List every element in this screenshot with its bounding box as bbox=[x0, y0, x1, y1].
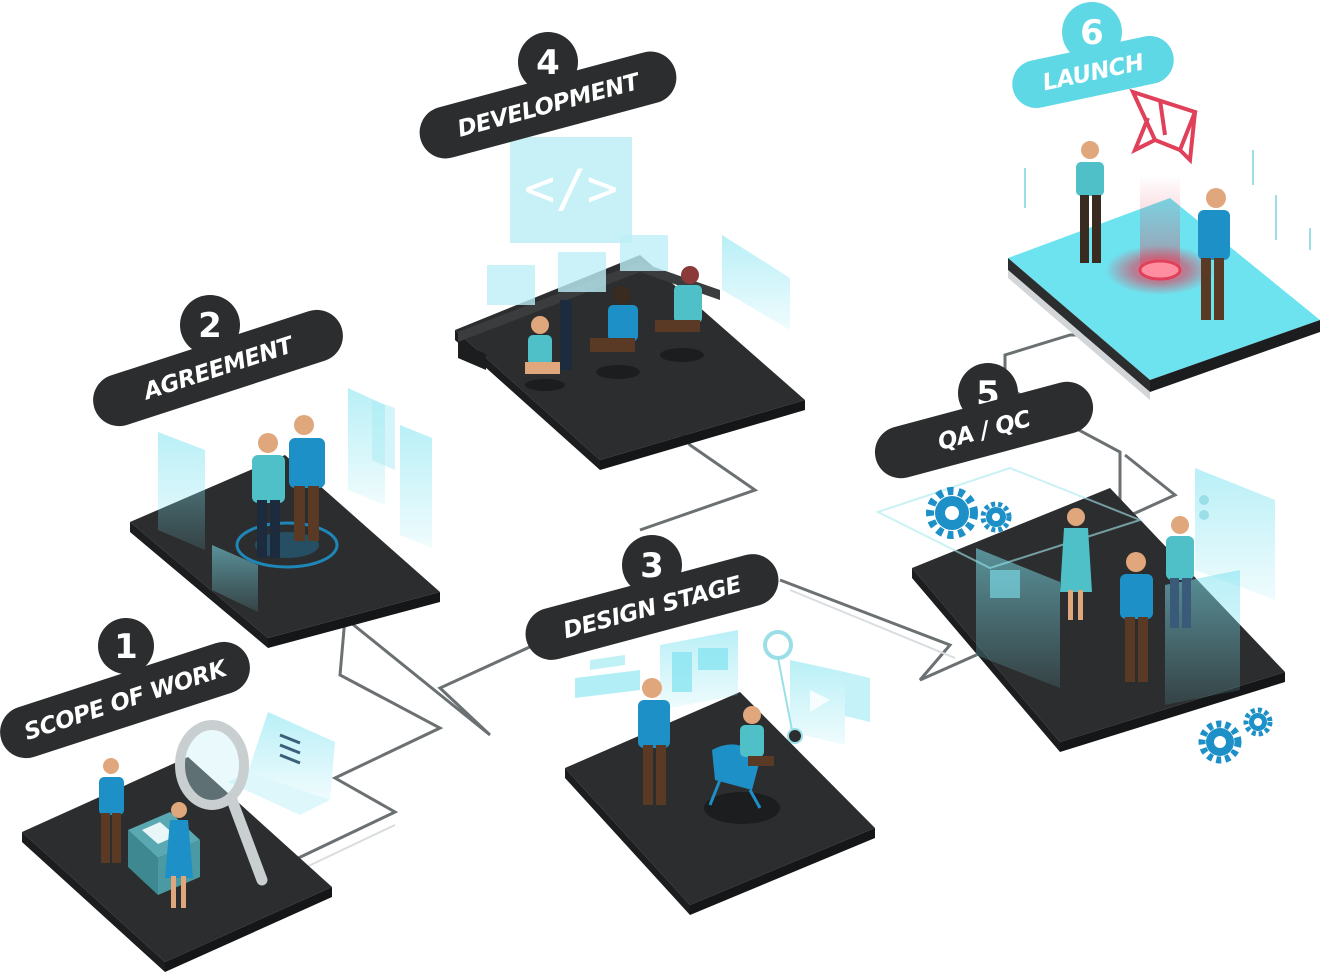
step-label-agreement: 2 AGREEMENT bbox=[93, 295, 343, 427]
person-dev-3 bbox=[655, 266, 704, 362]
platform-agreement bbox=[130, 388, 440, 648]
person-launch-woman bbox=[1076, 141, 1104, 263]
step-label-design-stage: 3 DESIGN STAGE bbox=[525, 535, 779, 660]
step-label-launch: 6 LAUNCH bbox=[1012, 2, 1174, 109]
person-man-standing bbox=[99, 758, 124, 863]
code-window: </> bbox=[510, 137, 632, 243]
platform-launch bbox=[1008, 88, 1320, 400]
person-woman-standing bbox=[165, 802, 193, 908]
launch-beam bbox=[1105, 175, 1215, 295]
gear-icon-small bbox=[980, 501, 1012, 533]
platform-development: </> bbox=[455, 137, 805, 470]
person-man-right bbox=[289, 415, 325, 541]
step-number: 1 bbox=[114, 627, 138, 667]
step-number: 3 bbox=[640, 546, 664, 586]
person-man-left bbox=[252, 433, 285, 558]
person-launch-man bbox=[1198, 188, 1230, 320]
person-dev-2 bbox=[590, 286, 640, 379]
person-man-designer bbox=[638, 678, 670, 805]
step-label-qa-qc: 5 QA / QC bbox=[874, 363, 1094, 479]
person-woman-seated bbox=[704, 706, 803, 824]
magnifier-icon bbox=[175, 712, 335, 886]
connector-2-3 bbox=[344, 616, 546, 737]
person-dev-1 bbox=[525, 300, 572, 391]
platform-design-stage bbox=[565, 630, 875, 915]
person-qa-woman bbox=[1060, 508, 1092, 620]
platform-qa-qc bbox=[875, 466, 1285, 764]
rocket-icon bbox=[1129, 88, 1198, 165]
platform-scope-of-work bbox=[22, 712, 335, 972]
step-number: 2 bbox=[198, 306, 222, 346]
step-number: 6 bbox=[1080, 13, 1104, 53]
step-number: 4 bbox=[536, 43, 560, 83]
design-ui-panels bbox=[575, 630, 870, 745]
gear-icon-bottom bbox=[1198, 707, 1273, 764]
code-icon-text: </> bbox=[524, 159, 618, 219]
gear-icon bbox=[926, 487, 978, 539]
person-qa-tester bbox=[1166, 516, 1194, 628]
connector-3-5 bbox=[779, 578, 1011, 682]
connector-1-2 bbox=[289, 617, 444, 864]
person-qa-man bbox=[1120, 552, 1153, 682]
